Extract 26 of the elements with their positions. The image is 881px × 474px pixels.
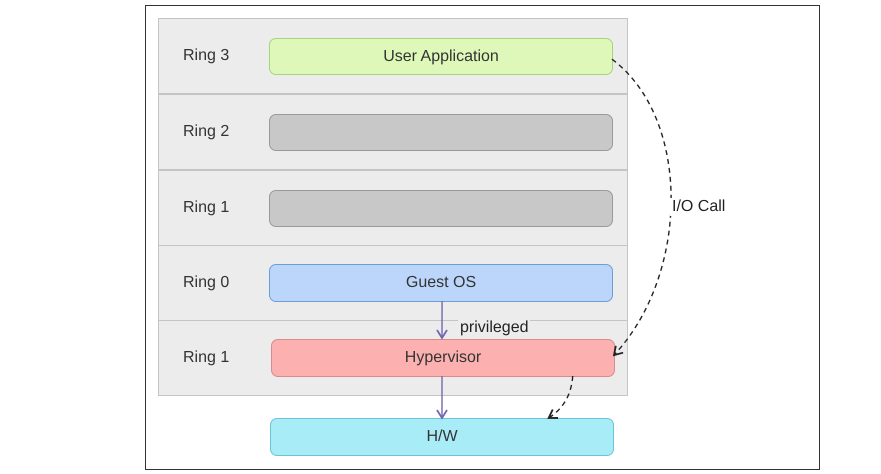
arrow [436, 376, 448, 419]
ring-label: Ring 3 [183, 47, 230, 65]
ring-label: Ring 1 [183, 349, 230, 367]
layer-box [269, 264, 613, 302]
edge-label: I/O Call [670, 198, 728, 216]
ring-band [158, 320, 628, 396]
ring-band [158, 18, 628, 94]
ring-band [158, 170, 628, 246]
box-label: Hypervisor [404, 349, 482, 367]
edge-label: privileged [458, 319, 530, 337]
ring-band [158, 94, 628, 170]
layer-box [270, 418, 614, 456]
layer-box [269, 38, 613, 75]
box-label: Guest OS [406, 274, 476, 292]
ring-label: Ring 1 [183, 199, 230, 217]
box-label: H/W [426, 428, 458, 446]
arrow [436, 301, 448, 339]
ring-label: Ring 2 [183, 123, 230, 141]
layer-box [271, 339, 615, 377]
dashed-arrow [612, 58, 672, 356]
empty-slot-box [269, 114, 613, 151]
box-label: User Application [383, 48, 499, 66]
dashed-arrow [548, 376, 574, 419]
empty-slot-box [269, 190, 613, 227]
ring-band [158, 245, 628, 321]
ring-label: Ring 0 [183, 274, 230, 292]
